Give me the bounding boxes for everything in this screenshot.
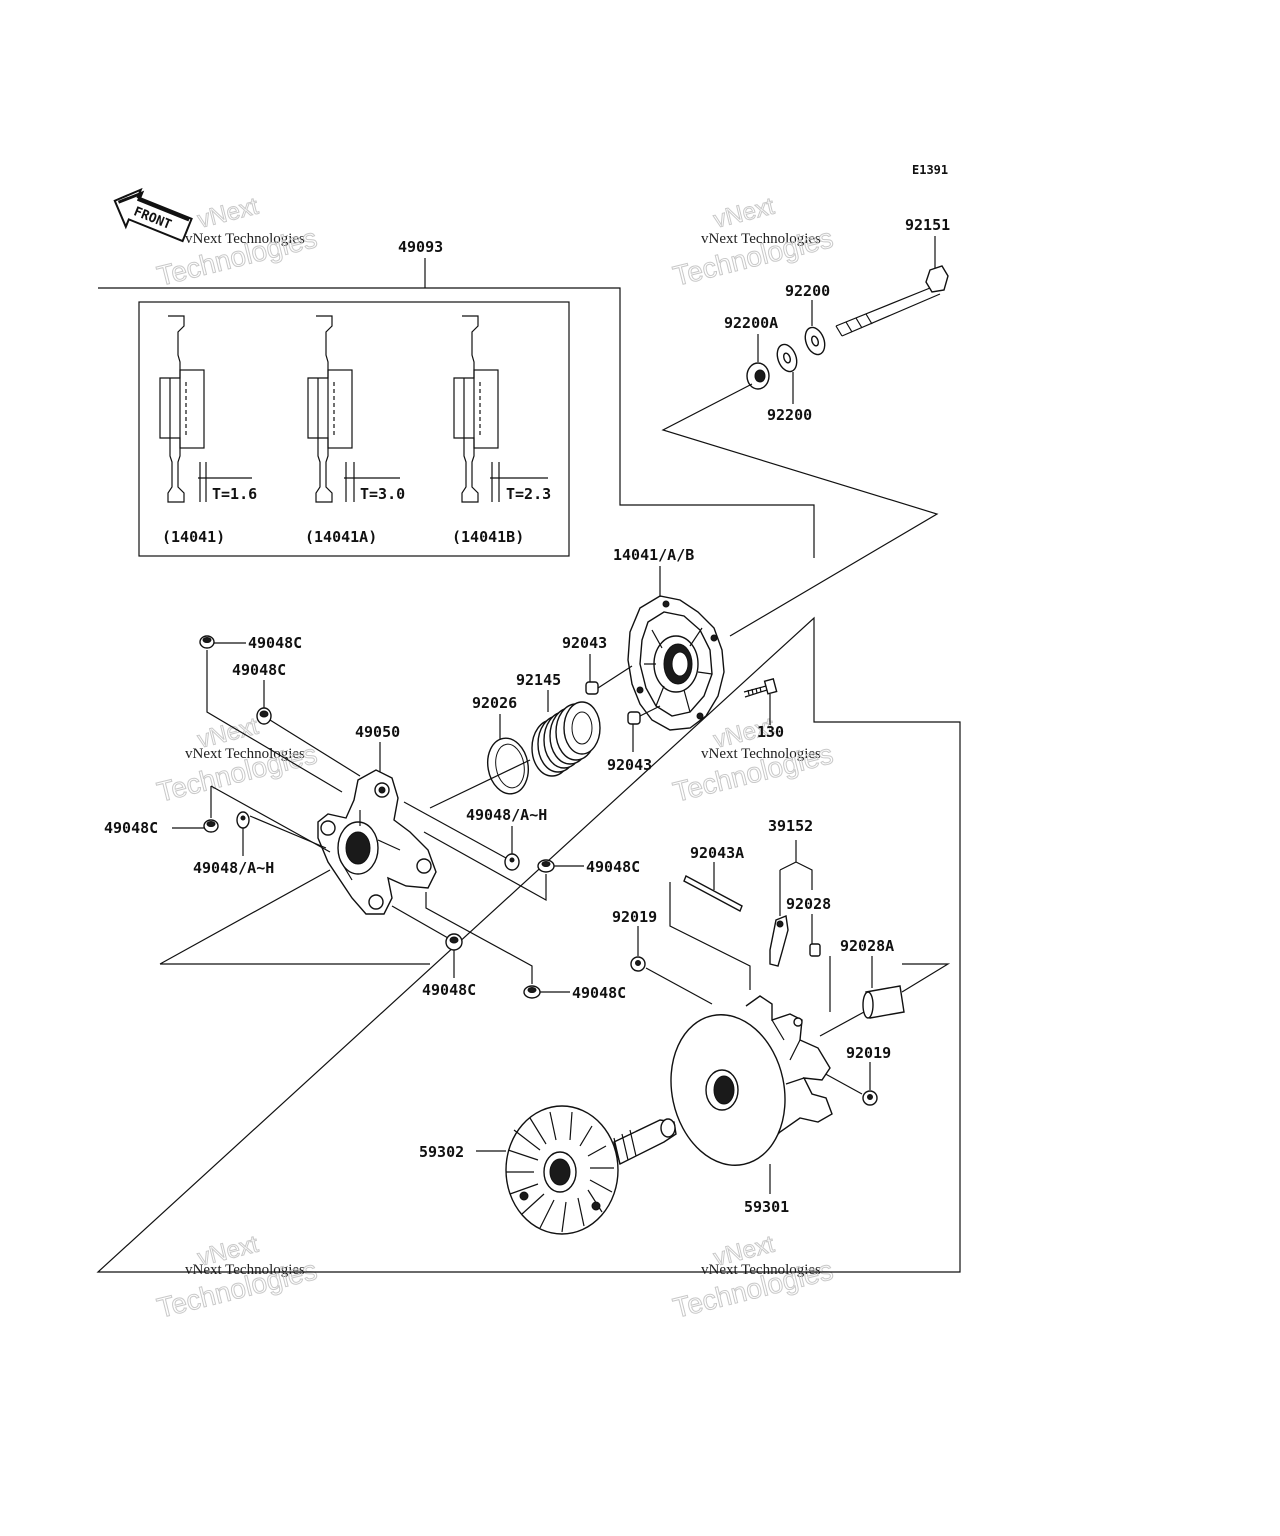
sleeve-92028A xyxy=(862,985,905,1019)
label-92043-top: 92043 xyxy=(562,634,607,652)
nut-49048C-bottom-2 xyxy=(523,985,541,999)
bolt-130 xyxy=(743,678,778,698)
part-14041B: (14041B) xyxy=(452,528,524,546)
label-49048C-2: 49048C xyxy=(232,661,286,679)
svg-text:vNext Technologies: vNext Technologies xyxy=(701,231,821,247)
svg-text:vNext Technologies: vNext Technologies xyxy=(701,1262,821,1278)
svg-text:vNext Technologies: vNext Technologies xyxy=(185,746,305,762)
label-92026: 92026 xyxy=(472,694,517,712)
nut-49048C-mid xyxy=(537,859,555,873)
label-59302: 59302 xyxy=(419,1143,464,1161)
thickness-14041B: T=2.3 xyxy=(506,485,551,503)
label-59301: 59301 xyxy=(744,1198,789,1216)
svg-text:vNext Technologies: vNext Technologies xyxy=(701,746,821,762)
thickness-14041A: T=3.0 xyxy=(360,485,405,503)
svg-text:vNext Technologies: vNext Technologies xyxy=(185,1262,305,1278)
label-92019-top: 92019 xyxy=(612,908,657,926)
bushing-92028 xyxy=(809,943,821,957)
shim-profile-14041A: T=3.0 (14041A) xyxy=(305,315,405,546)
label-49048AH-left: 49048/A~H xyxy=(193,859,274,877)
nut-92019-bottom xyxy=(862,1090,878,1106)
watermark-bottom-right: vNext vNext Technologies Technologies xyxy=(669,1230,836,1324)
label-49048C-left: 49048C xyxy=(104,819,158,837)
pin-92043A xyxy=(683,875,743,912)
thickness-14041: T=1.6 xyxy=(212,485,257,503)
spider-cover-14041 xyxy=(627,595,725,731)
label-14041AB: 14041/A/B xyxy=(613,546,694,564)
nut-92200A xyxy=(746,362,770,390)
label-130: 130 xyxy=(757,723,784,741)
pin-92043-bottom xyxy=(627,705,661,725)
front-arrow-icon: FRONT xyxy=(113,187,193,243)
label-49048AH-mid: 49048/A~H xyxy=(466,806,547,824)
spider-49050 xyxy=(317,769,437,915)
roller-49048AH-left xyxy=(236,811,250,829)
label-39152: 39152 xyxy=(768,817,813,835)
shim-profile-14041B: T=2.3 (14041B) xyxy=(452,315,551,546)
label-92028: 92028 xyxy=(786,895,831,913)
label-92019-bottom: 92019 xyxy=(846,1044,891,1062)
label-49048C-bottom-2: 49048C xyxy=(572,984,626,1002)
bolt-92151 xyxy=(835,265,949,337)
sheave-59301 xyxy=(670,995,833,1166)
shim-profile-14041: T=1.6 (14041) xyxy=(159,315,257,546)
nut-49048C-top xyxy=(199,635,215,649)
part-14041A: (14041A) xyxy=(305,528,377,546)
label-49093: 49093 xyxy=(398,238,443,256)
sheave-59302 xyxy=(505,1105,677,1235)
label-92151: 92151 xyxy=(905,216,950,234)
nut-92019-top xyxy=(630,956,646,972)
nut-49048C-bottom-1 xyxy=(445,933,463,951)
label-92043-bottom: 92043 xyxy=(607,756,652,774)
label-49048C-mid: 49048C xyxy=(586,858,640,876)
label-92200-bottom: 92200 xyxy=(767,406,812,424)
shim-inset-box xyxy=(138,301,570,557)
label-92145: 92145 xyxy=(516,671,561,689)
part-14041: (14041) xyxy=(162,528,225,546)
watermark-bottom-left: vNext vNext Technologies Technologies xyxy=(153,1230,320,1324)
svg-text:vNext: vNext xyxy=(195,193,261,234)
ring-92026 xyxy=(487,737,529,795)
watermark-top-left: vNext vNext Technologies Technologies xyxy=(153,192,320,292)
label-49050: 49050 xyxy=(355,723,400,741)
label-49048C-1: 49048C xyxy=(248,634,302,652)
diagram-code: E1391 xyxy=(912,163,948,177)
nut-49048C-left xyxy=(203,819,219,833)
svg-text:vNext Technologies: vNext Technologies xyxy=(185,231,305,247)
label-49048C-bottom-1: 49048C xyxy=(422,981,476,999)
watermark-mid-left: vNext vNext Technologies Technologies xyxy=(153,712,320,808)
label-92043A: 92043A xyxy=(690,844,744,862)
label-92200A: 92200A xyxy=(724,314,778,332)
svg-text:vNext: vNext xyxy=(711,193,777,234)
assembly-frame xyxy=(96,287,961,1273)
label-92200-top: 92200 xyxy=(785,282,830,300)
watermark-top-right: vNext vNext Technologies Technologies xyxy=(669,192,836,292)
label-92028A: 92028A xyxy=(840,937,894,955)
weight-arm-39152 xyxy=(769,915,789,967)
nut-49048C-2 xyxy=(256,707,272,725)
pin-92043-top xyxy=(585,665,633,695)
roller-49048AH-mid xyxy=(504,853,520,871)
spring-92145 xyxy=(531,701,601,777)
